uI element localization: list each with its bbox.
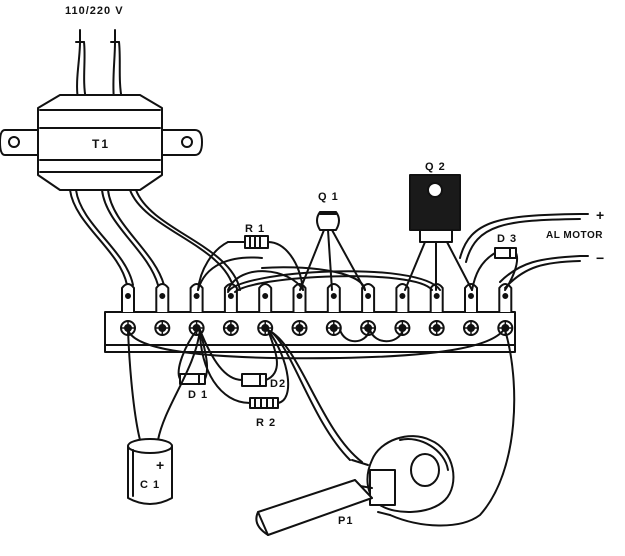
terminal-lug-hole <box>365 293 372 299</box>
capacitor-c1-label: C 1 <box>140 479 160 491</box>
potentiometer-p1 <box>255 435 455 536</box>
terminal-lug-hole <box>330 293 337 299</box>
terminal-lug-hole <box>433 293 440 299</box>
terminal-lug-hole <box>159 293 166 299</box>
terminal-lug-hole <box>399 293 406 299</box>
terminal-rivet <box>497 320 514 336</box>
terminal-rivet <box>154 320 171 336</box>
terminal-rivets <box>120 320 514 336</box>
transistor-q1 <box>299 211 366 291</box>
terminal-lug-hole <box>296 293 303 299</box>
terminal-lug-hole <box>468 293 474 299</box>
motor-label: AL MOTOR <box>546 230 603 241</box>
resistor-r2-label: R 2 <box>256 417 276 429</box>
capacitor-c1 <box>127 329 201 505</box>
lower-bus-wires <box>127 327 516 527</box>
transistor-q1-label: Q 1 <box>318 191 339 203</box>
terminal-rivet <box>120 320 136 336</box>
terminal-rivet <box>394 320 411 336</box>
terminal-strip <box>104 311 516 353</box>
terminal-rivet <box>428 320 445 336</box>
diode-d2 <box>199 329 278 387</box>
terminal-lug-hole <box>262 293 269 299</box>
terminal-rivet <box>463 320 479 336</box>
terminal-rivet <box>291 320 308 336</box>
transistor-q2-label: Q 2 <box>425 161 446 173</box>
resistor-r2 <box>199 329 290 409</box>
terminal-rivet <box>325 320 342 336</box>
diode-d1-label: D 1 <box>188 389 208 401</box>
motor-plus-sign: + <box>596 207 604 223</box>
terminal-rivet <box>222 320 239 336</box>
mains-leads <box>75 29 123 101</box>
capacitor-polarity: + <box>156 457 164 473</box>
terminal-lug-hole <box>193 293 200 299</box>
transformer-label: T1 <box>92 137 110 151</box>
motor-minus-sign: − <box>596 250 604 266</box>
diode-d2-label: D2 <box>270 378 286 390</box>
transformer-t1 <box>0 94 203 191</box>
diode-d3-label: D 3 <box>497 233 517 245</box>
mains-voltage-label: 110/220 V <box>65 5 124 17</box>
terminal-lug-hole <box>227 293 234 299</box>
terminal-lugs <box>121 283 513 313</box>
resistor-r1-label: R 1 <box>245 223 265 235</box>
terminal-lug-hole <box>125 293 131 299</box>
potentiometer-label: P1 <box>338 515 353 527</box>
terminal-lug-hole <box>502 293 509 299</box>
motor-leads <box>459 213 589 289</box>
transformer-secondary-leads <box>69 189 241 291</box>
transistor-q2 <box>404 174 473 291</box>
resistor-r1 <box>197 235 304 291</box>
